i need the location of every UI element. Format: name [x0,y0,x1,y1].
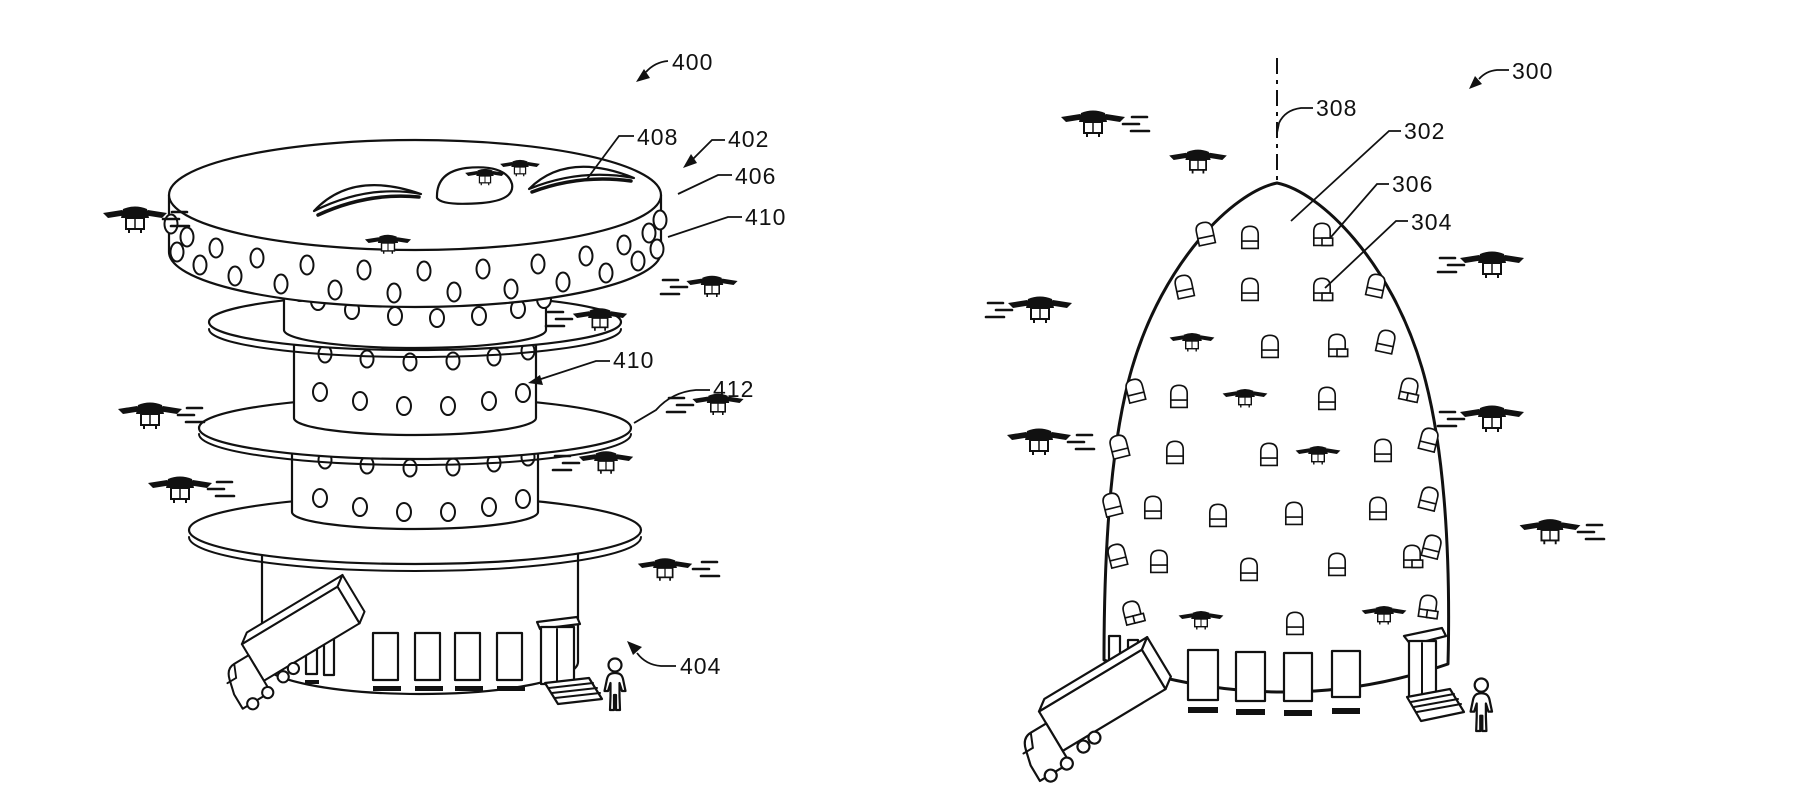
figure-300-dome-tower [984,58,1606,789]
leader-400 [645,60,669,73]
drone-icon [102,205,168,234]
drone-icon [117,401,183,430]
drone-icon [1168,148,1228,175]
arrowhead-300 [1469,76,1482,89]
leader-308 [1276,107,1313,134]
motion-dashes-icon [659,278,689,296]
drone-icon [1006,427,1072,456]
drone-icon [1007,295,1073,324]
delivery-truck-icon [1003,636,1187,789]
ref-label-308: 308 [1316,95,1358,121]
motion-dashes-icon [1436,256,1466,274]
ground-window [1234,650,1267,703]
motion-dashes-icon [1436,410,1466,428]
ground-window [453,631,482,682]
ground-window [495,631,524,682]
dome-shell [1102,181,1451,694]
tower-400-level3-ring [290,447,540,531]
arrowhead-402 [683,154,697,168]
leader-404 [636,652,676,667]
ref-label-400: 400 [672,49,714,75]
motion-dashes-icon [206,480,236,498]
arrowhead-400 [636,69,650,82]
ref-label-404: 404 [680,653,722,679]
leader-410-upper [667,216,742,238]
drone-icon [147,475,213,504]
rooftop-opening-center [435,166,514,205]
motion-dashes-icon [1066,433,1096,451]
rooftop-opening-left [312,184,423,217]
callout-leaders-400 [528,60,742,667]
callout-leaders-300 [1276,69,1509,289]
arrowhead-404 [627,641,642,655]
leader-408 [586,135,634,180]
arrowhead-410 [528,375,543,385]
leader-304 [1324,220,1408,289]
figure-400-stacked-deck-tower [102,60,745,716]
drone-icon [685,274,739,298]
leader-306 [1330,183,1389,238]
ground-window [413,631,442,682]
ref-label-410-middle: 410 [613,347,655,373]
ground-window [1186,648,1220,702]
tower-400-ground-facade [304,615,604,706]
motion-dashes-icon [984,301,1014,319]
motion-dashes-icon [665,396,695,414]
leader-300 [1478,69,1509,80]
leader-410-middle [540,360,610,380]
drone-icon [577,450,635,475]
entrance-steps [543,676,604,706]
drone-icon [636,557,694,582]
motion-dashes-icon [691,560,721,578]
ref-label-410-upper: 410 [745,204,787,230]
drone-icon [1518,518,1582,546]
person-icon [1469,677,1494,733]
ref-label-304: 304 [1411,209,1453,235]
leader-302 [1290,130,1401,222]
leader-406 [677,174,732,195]
ground-window [1330,649,1362,699]
motion-dashes-icon [1576,523,1606,541]
rooftop-opening-right [527,165,636,194]
ref-label-300: 300 [1512,58,1554,84]
ref-label-412: 412 [713,376,755,402]
drone-icon [1060,109,1126,138]
ground-window [1282,651,1314,703]
ref-label-408: 408 [637,124,679,150]
person-icon [603,657,627,712]
motion-dashes-icon [176,406,206,424]
ref-label-306: 306 [1392,171,1434,197]
ref-label-406: 406 [735,163,777,189]
leader-412 [633,389,710,424]
ground-window [371,631,400,682]
entrance-door [535,615,582,686]
tower-300-ground-facade [1107,626,1466,723]
entrance-steps [1405,687,1466,723]
motion-dashes-icon [1121,115,1151,133]
ref-label-302: 302 [1404,118,1446,144]
tower-400-level2-ring [292,338,538,437]
drone-icon [1459,404,1525,433]
drone-icon [1459,250,1525,279]
ref-label-402: 402 [728,126,770,152]
tower-400-rooftop-deck [163,138,668,309]
leader-402 [692,139,725,160]
